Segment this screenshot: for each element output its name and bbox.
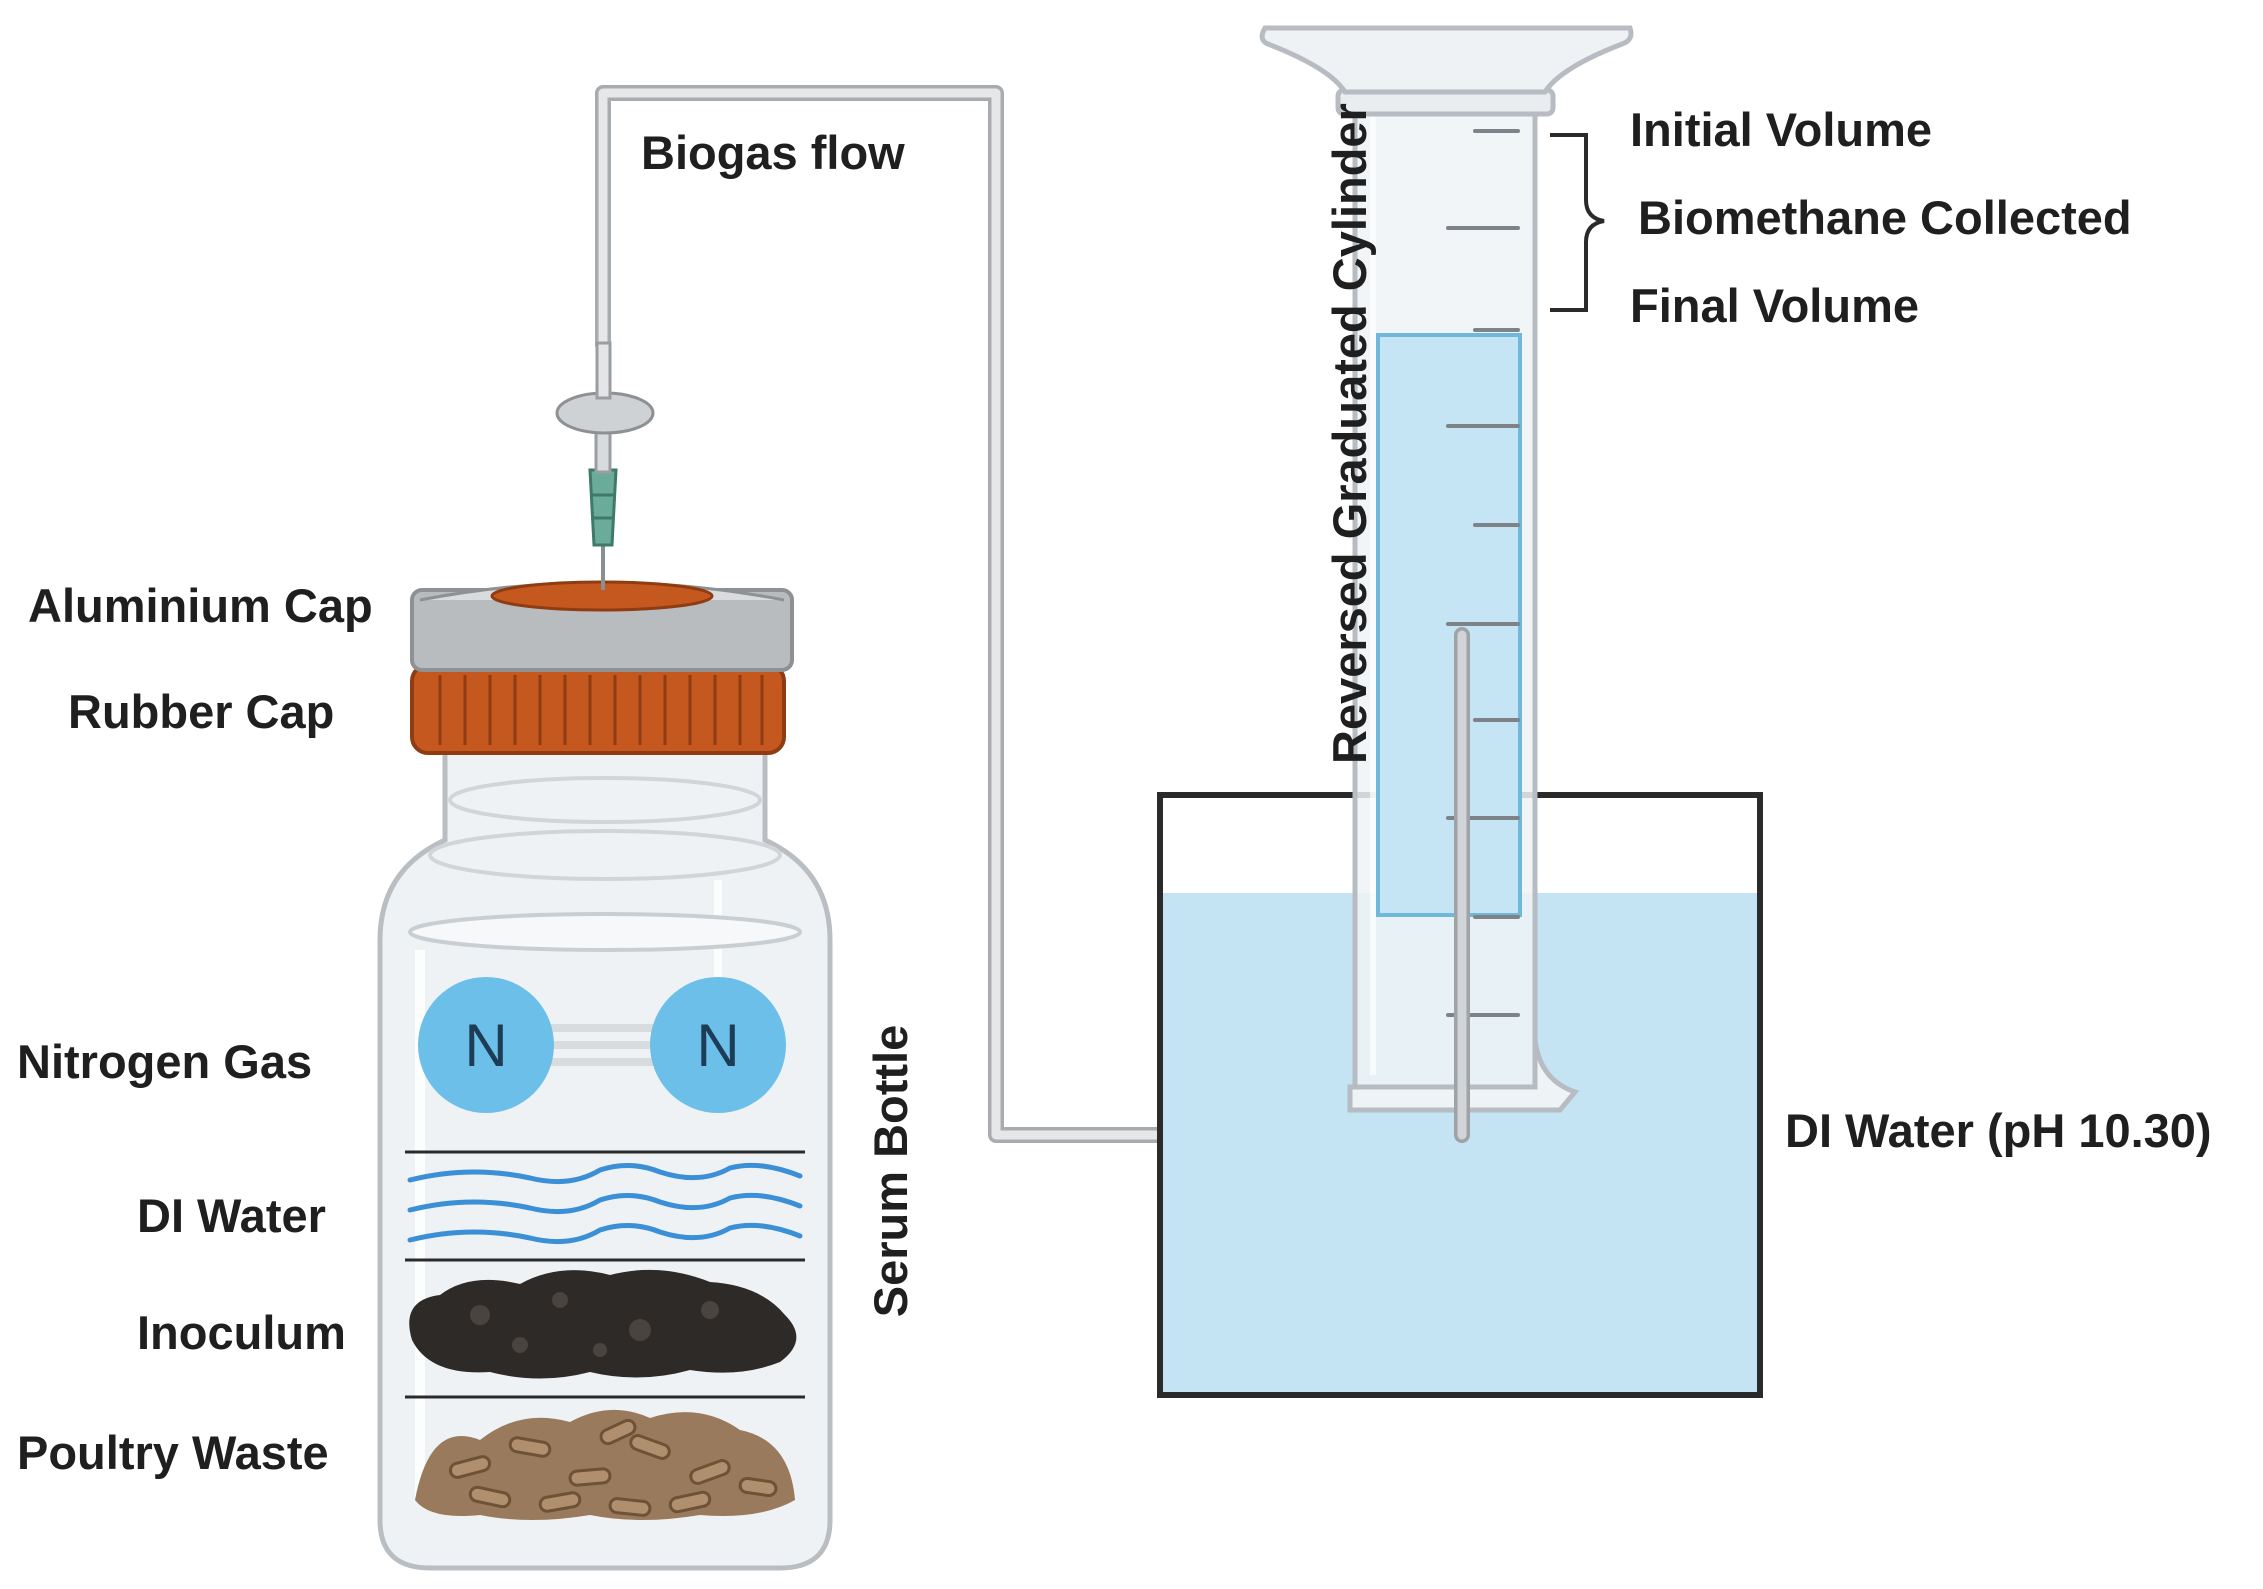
nitrogen-atom-right [650,977,786,1113]
nitrogen-atom-left-label: N [464,1012,507,1079]
inoculum-layer [409,1269,797,1379]
di-water-label: DI Water [137,1189,326,1242]
biogas-tubing [595,85,1483,1143]
rubber-cap-label: Rubber Cap [68,685,335,738]
nitrogen-gas-label: Nitrogen Gas [17,1035,313,1088]
graduated-cylinder [1259,25,1634,1113]
inoculum-texture [470,1292,719,1357]
water-waves [407,1162,803,1245]
nitrogen-atom-left [418,977,554,1113]
final-volume-label: Final Volume [1630,279,1919,332]
initial-volume-label: Initial Volume [1630,103,1933,156]
poultry-waste-label: Poultry Waste [17,1426,329,1479]
nitrogen-atom-right-label: N [696,1012,739,1079]
aluminium-cap [410,580,794,672]
aluminium-cap-label: Aluminium Cap [28,579,373,632]
nitrogen-molecule: N N [418,977,786,1113]
needle-assembly [555,341,655,590]
reversed-graduated-cylinder-label: Reversed Graduated Cylinder [1323,103,1376,764]
di-water-ph-label: DI Water (pH 10.30) [1785,1104,2212,1157]
rubber-cap [410,663,786,755]
volume-bracket [1550,133,1605,312]
biogas-flow-label: Biogas flow [641,126,905,179]
poultry-waste-pellets [448,1418,778,1517]
serum-bottle-label: Serum Bottle [864,1024,917,1318]
inoculum-label: Inoculum [137,1306,346,1359]
biomethane-collected-label: Biomethane Collected [1638,191,2132,244]
